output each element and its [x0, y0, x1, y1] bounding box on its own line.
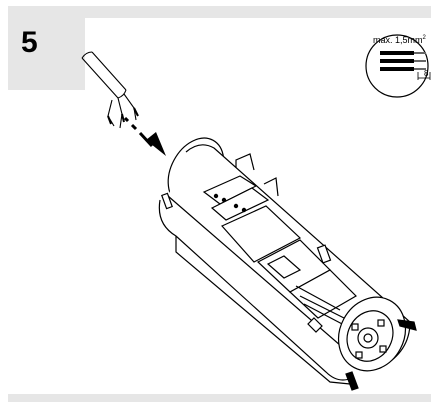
step-number: 5: [21, 26, 38, 59]
wire-cross-section: max. 1,5mm: [373, 35, 423, 45]
wire-spec-label: max. 1,5mm2: [373, 35, 426, 45]
strip-length-label: 8: [424, 69, 429, 78]
motor-head-tube-icon: [158, 137, 417, 391]
wire-spec-icon: [365, 34, 431, 98]
insert-arrow-icon: [123, 116, 166, 156]
cable-icon: [81, 51, 139, 129]
illustration-area-left: [8, 90, 85, 394]
wire-cross-section-superscript: 2: [422, 35, 426, 41]
